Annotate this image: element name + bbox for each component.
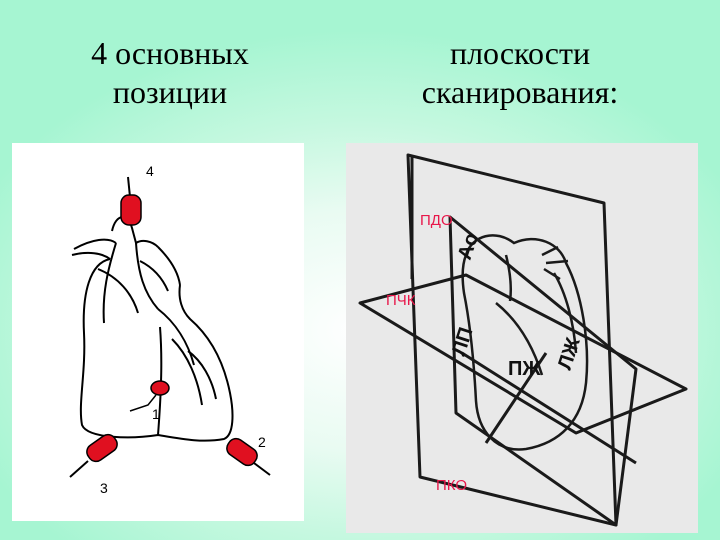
heart-positions-diagram: 4 1 2 3 (69, 163, 271, 496)
probe-2-label: 2 (258, 434, 266, 450)
title-positions: 4 основных позиции (40, 34, 300, 112)
plane-pdo (406, 153, 618, 527)
title-positions-line2: позиции (112, 74, 228, 111)
scan-planes-panel: Ао ПЖ ЛЖ ЛП ПДО ПЧК ПКО (346, 143, 698, 533)
label-pchk: ПЧК (386, 292, 416, 309)
label-pzh: ПЖ (508, 358, 541, 380)
planes (358, 153, 688, 527)
title-scan-planes: плоскости сканирования: (390, 34, 650, 112)
probe-4: 4 (120, 163, 154, 226)
label-ao: Ао (454, 230, 483, 262)
heart-contour (461, 234, 589, 451)
label-lzh: ЛЖ (554, 334, 585, 372)
probe-2: 2 (226, 434, 271, 476)
probe-3: 3 (69, 433, 118, 496)
heart-positions-panel: 4 1 2 3 (12, 143, 304, 521)
title-positions-line1: 4 основных (91, 35, 249, 71)
probe-4-label: 4 (146, 163, 154, 179)
probe-3-label: 3 (100, 480, 108, 496)
plane-pchk (358, 273, 688, 435)
scan-planes-diagram: Ао ПЖ ЛЖ ЛП ПДО ПЧК ПКО (358, 153, 688, 527)
plane-labels: ПДО ПЧК ПКО (386, 212, 467, 494)
probe-1: 1 (129, 380, 170, 422)
title-scan-planes-line1: плоскости (449, 35, 591, 71)
plane-pko (448, 215, 638, 527)
label-pko: ПКО (436, 477, 467, 494)
label-pdo: ПДО (420, 212, 453, 229)
inner-labels: Ао ПЖ ЛЖ ЛП (448, 230, 585, 380)
heart-outline (71, 216, 234, 442)
probe-1-label: 1 (152, 406, 160, 422)
title-scan-planes-line2: сканирования: (421, 74, 619, 111)
